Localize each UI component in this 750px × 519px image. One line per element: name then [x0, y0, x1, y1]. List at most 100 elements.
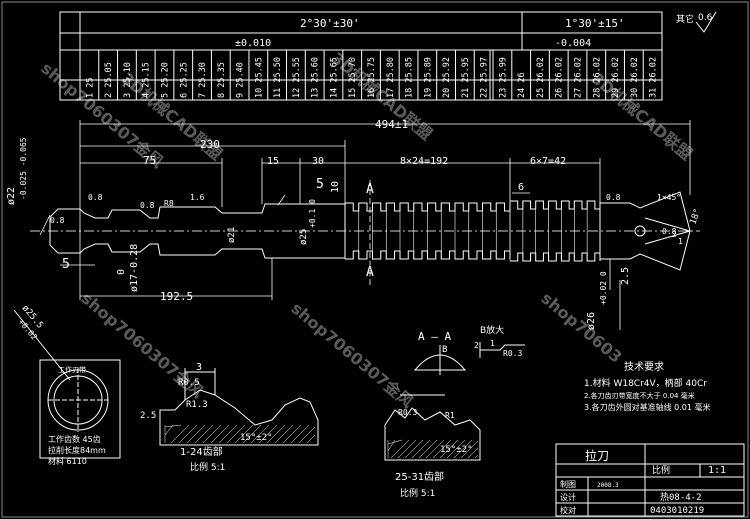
tooth-cell: 14 25.65	[329, 57, 339, 98]
dim-230: 230	[200, 138, 220, 151]
d2-r: R0.3	[398, 408, 417, 417]
row-draw: 制图	[560, 479, 576, 489]
hatch-line	[467, 447, 479, 459]
tooth-cell: 21 25.95	[461, 57, 471, 98]
dim-15: 15	[267, 156, 279, 167]
tooth-detail-2	[384, 394, 481, 461]
d1-dim3: 3	[196, 362, 202, 373]
dim-dia22-tol: -0.025 -0.065	[19, 137, 28, 200]
hatch-line	[218, 424, 238, 444]
ra-08d: 0.8	[662, 227, 677, 236]
dim-total: 494±1	[375, 118, 408, 131]
tooth-cell: 19 25.89	[423, 57, 433, 98]
tooth-cell: 6 25.25	[179, 62, 189, 98]
d2-title: 25-31齿部	[395, 470, 444, 483]
watermark-text: shop70603	[537, 289, 625, 367]
ra-08e: 0.8	[88, 193, 103, 202]
hatch-line	[411, 439, 431, 459]
ra-08c: 0.8	[606, 193, 621, 202]
hatch-line	[266, 424, 286, 444]
b-title: B放大	[480, 324, 504, 336]
dim-dia26: ø26	[586, 312, 597, 330]
hatch-line	[234, 424, 254, 444]
hatch-line	[282, 424, 302, 444]
tooth-cell: 4 25.15	[142, 62, 152, 98]
tooth-cell: 15 25.70	[348, 57, 358, 98]
circle-info-2: 拉削长度84mm	[48, 445, 106, 455]
hatch-line	[164, 424, 174, 436]
hatch-line	[306, 434, 316, 444]
hatch-line	[210, 424, 230, 444]
r8-label: R8	[164, 199, 174, 208]
tooth-cell: 11 25.50	[273, 57, 283, 98]
dim-0: 0	[116, 269, 127, 275]
tooth-cell: 20 25.92	[442, 57, 452, 98]
dim-75: 75	[143, 154, 156, 167]
b-2: 2	[474, 341, 479, 350]
d1-ra: R0.5	[178, 378, 200, 388]
dim-dia17: ø17-0.28	[129, 244, 140, 292]
hatch-line	[432, 439, 452, 459]
tooth-cell: 23 25.99	[498, 57, 508, 98]
tooth-cell: 25 26.02	[536, 57, 546, 98]
scale-label: 比例	[652, 464, 670, 476]
tooth-cell: 24 26	[517, 72, 527, 98]
tooth-cell: 16 25.75	[367, 57, 377, 98]
circle-ring-label: 工作刃带	[58, 365, 86, 374]
dim-dia26-tol: +0.02 0	[599, 271, 608, 305]
hatch-line	[387, 439, 403, 445]
tooth-cell: 13 25.60	[311, 57, 321, 98]
hatch-1	[164, 424, 316, 444]
angle-right: 1°30'±15'	[565, 17, 625, 30]
d1-r: R1.3	[186, 400, 208, 410]
tooth-cell: 18 25.85	[405, 57, 415, 98]
watermarks: shop7060307金风 3D机械CAD联盟 3D机械CAD联盟 3D机械CA…	[37, 49, 696, 412]
hatch-line	[425, 439, 445, 459]
hatch-2	[387, 439, 479, 459]
tooth-cell: 30 26.02	[630, 57, 640, 98]
roughness-icon	[695, 11, 717, 33]
dim-1: 1	[678, 237, 683, 246]
tooth-cell: 29 26.02	[611, 57, 621, 98]
tooth-cell: 2 25.05	[104, 62, 114, 98]
hatch-line	[390, 439, 410, 459]
tech-item-1: 1.材料 W18Cr4V，柄部 40Cr	[584, 377, 707, 389]
title-mark: 2008.3	[597, 482, 619, 489]
row-check: 校对	[560, 505, 576, 515]
tooth-cell: 8 25.35	[217, 62, 227, 98]
section-a-top: A	[366, 182, 374, 197]
circle-frame	[39, 359, 121, 459]
d2-angle: 15°±2°	[440, 445, 473, 455]
hatch-line	[186, 424, 206, 444]
other-label: 其它	[676, 13, 694, 25]
ra-08a: 0.8	[50, 216, 65, 225]
tooth-cell: 22 25.97	[480, 57, 490, 98]
hatch-line	[387, 439, 396, 452]
angle-left: 2°30'±30'	[300, 17, 360, 30]
scale-value: 1:1	[708, 465, 726, 476]
section-aa	[413, 345, 467, 375]
section-aa-title: A — A	[418, 330, 451, 343]
title-name: 拉刀	[585, 448, 609, 463]
hatch-line	[446, 439, 466, 459]
tooth-cell: 28 26.02	[592, 57, 602, 98]
b-r: R0.3	[503, 349, 522, 358]
hatch-line	[258, 424, 278, 444]
ra-08b: 0.8	[140, 201, 155, 210]
tech-item-2: 2.各刀齿刃带宽度不大于 0.04 毫米	[584, 391, 695, 400]
tooth-cell: 7 25.30	[198, 62, 208, 98]
tooth-cell: 1 25	[85, 78, 95, 98]
row-design: 设计	[560, 492, 576, 502]
hatch-line	[298, 426, 316, 444]
tech-title: 技术要求	[624, 360, 664, 373]
drawing-no: 热08-4-2	[660, 491, 702, 503]
d2-r1: R1	[445, 411, 455, 420]
circle-section	[13, 309, 121, 459]
tech-item-3: 3.各刀齿外圆对基准轴线 0.01 毫米	[584, 402, 711, 412]
hatch-line	[453, 439, 473, 459]
dim-5b: 5	[62, 257, 70, 272]
